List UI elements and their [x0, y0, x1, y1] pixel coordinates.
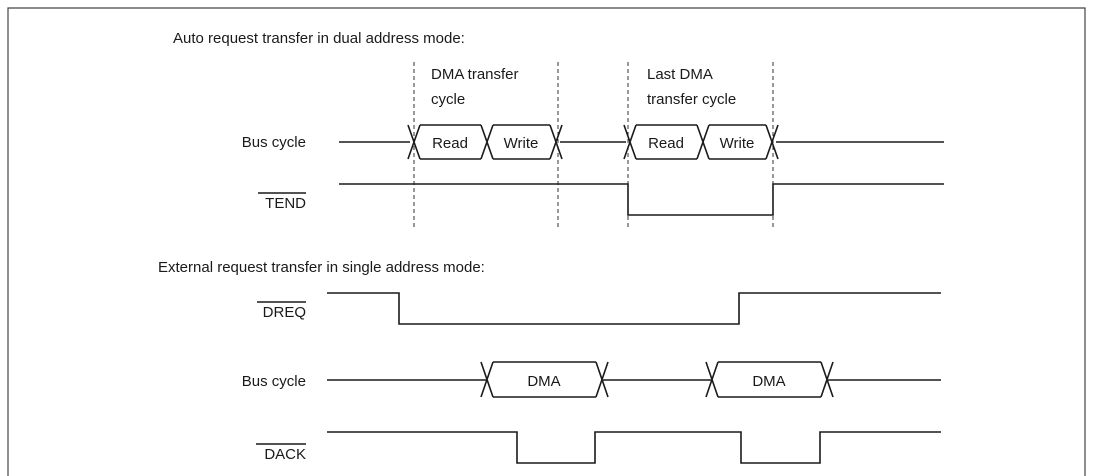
dack-label: DACK [264, 446, 306, 463]
section2-heading: External request transfer in single addr… [158, 259, 485, 276]
write-label-1: Write [504, 135, 539, 152]
dma-transfer-cycle-label: DMA transfer cycle [431, 66, 523, 108]
write-label-2: Write [720, 135, 755, 152]
section1-heading: Auto request transfer in dual address mo… [173, 30, 465, 47]
read-label-2: Read [648, 135, 684, 152]
dma-label-1: DMA [527, 373, 560, 390]
bus-cycle-label-1: Bus cycle [242, 134, 306, 151]
dack-waveform [327, 431, 941, 464]
bus-cycle-label-2: Bus cycle [242, 373, 306, 390]
dma-label-2: DMA [752, 373, 785, 390]
dreq-waveform [327, 292, 941, 325]
bus-cycle-waveform-2 [327, 361, 941, 398]
tend-waveform [339, 183, 944, 216]
bus-cycle-waveform-1 [339, 124, 944, 160]
dreq-label: DREQ [263, 304, 306, 321]
last-dma-transfer-cycle-label: Last DMA transfer cycle [647, 66, 736, 108]
read-label-1: Read [432, 135, 468, 152]
tend-label: TEND [265, 195, 306, 212]
diagram-frame [7, 7, 1086, 476]
